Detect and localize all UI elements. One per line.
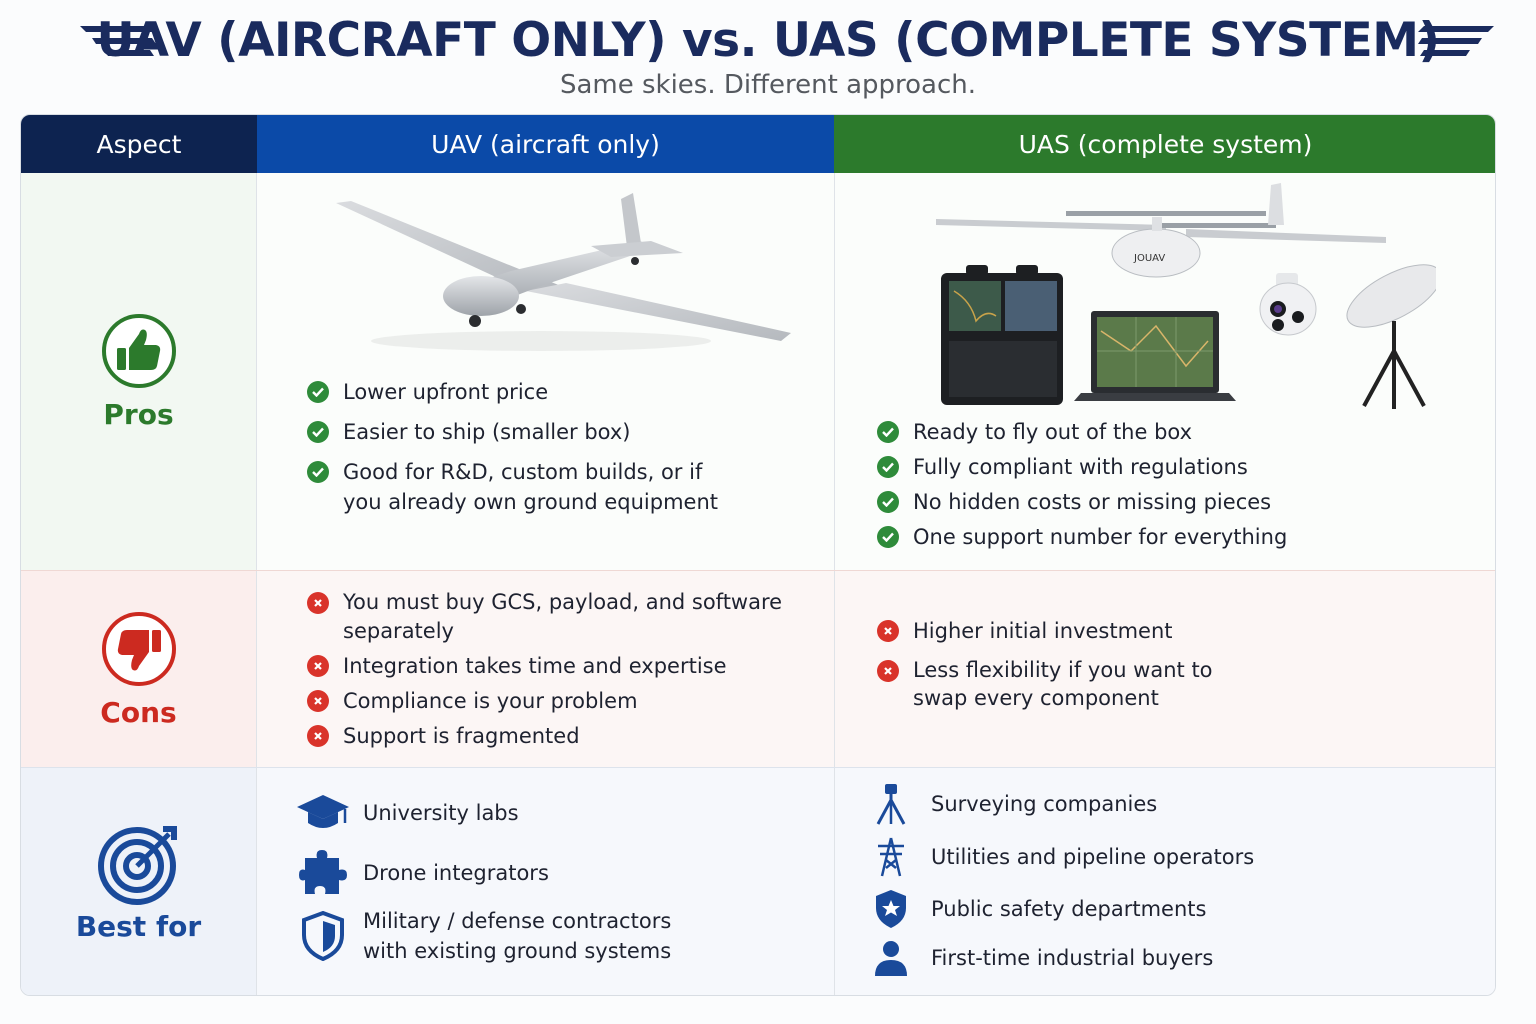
check-icon [877,526,899,548]
check-icon [307,421,329,443]
uas-best-item: First-time industrial buyers [863,940,1213,976]
graduation-cap-icon [295,793,351,833]
aspect-label-cons: Cons [100,695,177,729]
uas-best-item: Public safety departments [863,889,1206,929]
aspect-label-best-for: Best for [75,910,202,943]
header-aspect: Aspect [21,115,257,173]
wings-right-icon [1418,26,1494,56]
thumbs-up-icon [101,314,176,388]
thumbs-down-icon [101,611,176,686]
check-icon [877,491,899,513]
aspect-best-for: Best for [21,768,257,995]
cross-icon [307,690,329,712]
cross-icon [307,725,329,747]
uav-con-item: Support is fragmented [307,721,580,751]
power-tower-icon [863,836,919,878]
aspect-cons: Cons [21,571,257,767]
survey-tripod-icon [863,782,919,826]
uav-best-item: Drone integrators [295,848,549,898]
check-icon [307,381,329,403]
aspect-pros: Pros [21,173,257,570]
uas-brand-text: JOUAV [1133,253,1165,264]
cross-icon [877,660,899,682]
uav-con-item: You must buy GCS, payload, and software … [307,588,782,646]
header-uas: UAS (complete system) [834,115,1495,173]
uas-best-item: Utilities and pipeline operators [863,836,1254,878]
uav-pro-item: Lower upfront price [307,377,548,407]
check-icon [877,456,899,478]
uav-con-item: Integration takes time and expertise [307,651,727,681]
title-row: UAV (AIRCRAFT ONLY) vs. UAS (COMPLETE SY… [0,8,1536,72]
wings-left-icon [80,26,156,56]
uav-con-item: Compliance is your problem [307,686,638,716]
uav-pro-item: Easier to ship (smaller box) [307,417,631,447]
target-icon [97,826,177,905]
uav-aircraft-image [336,193,791,351]
uas-system-image: JOUAV [936,183,1436,409]
police-badge-icon [863,889,919,929]
uas-pro-item: No hidden costs or missing pieces [877,487,1271,517]
uas-pro-item: Ready to fly out of the box [877,417,1192,447]
page-title: UAV (AIRCRAFT ONLY) vs. UAS (COMPLETE SY… [96,12,1440,68]
uav-best-item: University labs [295,793,519,833]
person-icon [863,940,919,976]
column-divider [834,173,835,570]
row-cons: Cons You must buy GCS, payload, and soft… [21,570,1495,767]
column-divider [834,571,835,767]
uav-pro-item: Good for R&D, custom builds, or if you a… [307,457,718,517]
row-pros: Pros Lower upfront [21,173,1495,570]
check-icon [307,461,329,483]
aspect-label-pros: Pros [103,398,174,431]
uas-pro-item: Fully compliant with regulations [877,452,1248,482]
cross-icon [307,655,329,677]
puzzle-piece-icon [295,848,351,898]
comparison-table: Aspect UAV (aircraft only) UAS (complete… [20,114,1496,996]
uav-best-item: Military / defense contractors with exis… [295,906,671,966]
uas-con-item: Less flexibility if you want to swap eve… [877,656,1213,712]
row-best-for: Best for University labs Drone integrato… [21,767,1495,995]
cross-icon [877,620,899,642]
cross-icon [307,592,329,614]
uas-pro-item: One support number for everything [877,522,1287,552]
uas-con-item: Higher initial investment [877,616,1173,646]
check-icon [877,421,899,443]
header-uav: UAV (aircraft only) [257,115,834,173]
uas-best-item: Surveying companies [863,782,1157,826]
shield-icon [295,911,351,961]
page-subtitle: Same skies. Different approach. [559,70,977,100]
column-divider [834,768,835,995]
